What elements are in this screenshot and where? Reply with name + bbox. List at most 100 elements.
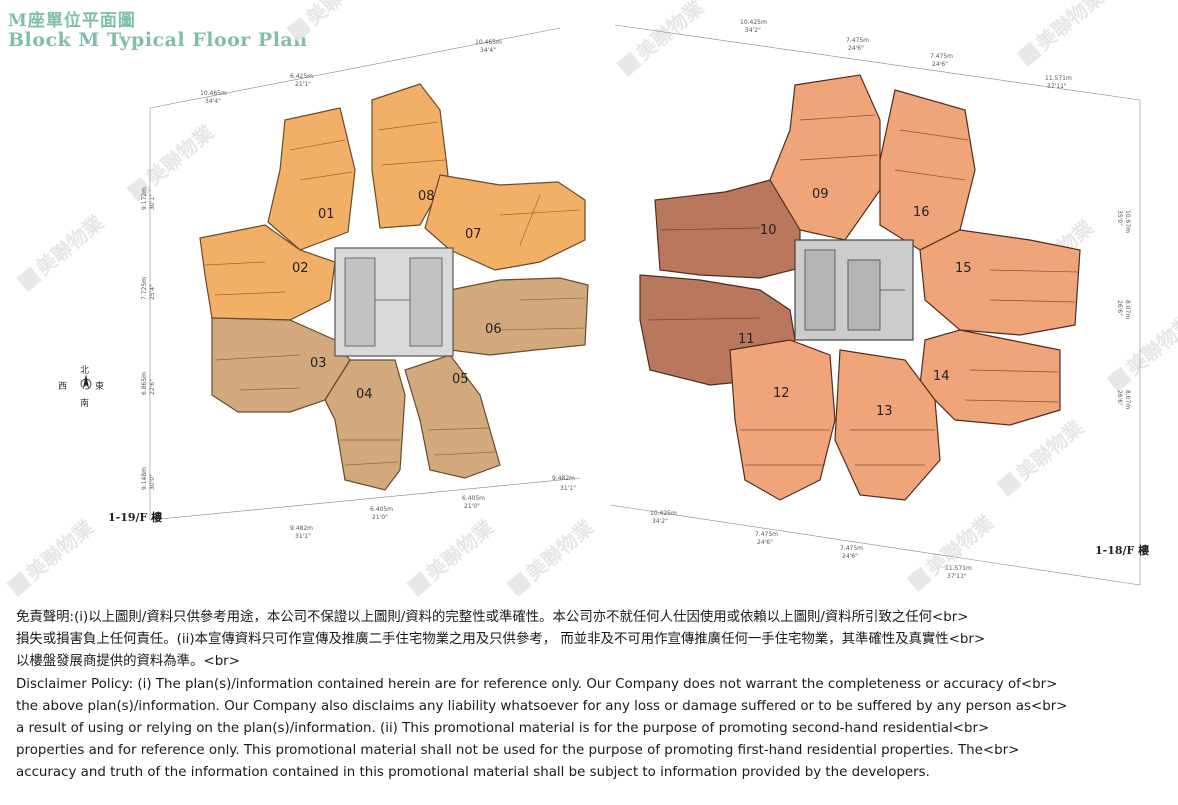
unit-label: 14 — [933, 369, 950, 384]
left-dim-top-3: 10.465m — [475, 39, 502, 46]
disclaimer-line: properties and for reference only. This … — [16, 743, 1020, 759]
watermark-logo-icon — [616, 51, 642, 77]
watermark-text: 美聯物業 — [301, 0, 378, 30]
right-dim-side-2-ft: 26'6" — [1116, 300, 1123, 316]
unit-label: 04 — [356, 387, 373, 402]
watermark-logo-icon — [406, 571, 432, 597]
right-dim-top-2: 7.475m — [846, 37, 869, 44]
disclaimer-line: a result of using or relying on the plan… — [16, 721, 990, 737]
unit-label: 15 — [955, 261, 972, 276]
left-dim-bottom-2: 6.405m — [370, 506, 393, 513]
disclaimer-line: 免責聲明:(i)以上圖則/資料只供參考用途，本公司不保證以上圖則/資料的完整性或… — [16, 610, 969, 625]
right-dim-top-1-ft: 34'2" — [745, 27, 761, 34]
disclaimer-line: 以樓盤發展商提供的資料為準。<br> — [16, 654, 240, 670]
watermark-logo-icon — [286, 16, 312, 42]
right-dim-bottom-4: 11.571m — [945, 565, 972, 572]
left-lower-units — [211, 277, 589, 491]
right-dim-top-4-ft: 37'11" — [1047, 83, 1067, 90]
watermark-text: 美聯物業 — [521, 515, 598, 585]
left-upper-units — [199, 83, 586, 321]
disclaimer-text: 免責聲明:(i)以上圖則/資料只供參考用途，本公司不保證以上圖則/資料的完整性或… — [16, 607, 1171, 785]
right-dim-bottom-3-ft: 24'6" — [842, 553, 858, 560]
left-wing-06 — [449, 277, 589, 356]
watermark-logo-icon — [16, 266, 42, 292]
right-wing-13 — [834, 349, 941, 501]
watermark-text: 美聯物業 — [1011, 415, 1088, 485]
left-floor-label: 1-19/F 樓 — [108, 511, 163, 524]
left-dim-side-2-ft: 25'4" — [149, 284, 156, 300]
watermark-logo-icon — [906, 566, 932, 592]
watermark-logo-icon — [1106, 366, 1132, 392]
watermark-text: 美聯物業 — [1121, 310, 1178, 380]
unit-label: 13 — [876, 404, 893, 419]
disclaimer-line: 損失或損害負上任何責任。(ii)本宣傳資料只可作宣傳及推廣二手住宅物業之用及只供… — [16, 632, 986, 648]
right-dim-bottom-3: 7.475m — [840, 545, 863, 552]
right-dim-side-3-ft: 26'6" — [1116, 390, 1123, 406]
right-dim-side-1-ft: 35'0" — [1116, 210, 1123, 226]
watermark-text: 美聯物業 — [421, 515, 498, 585]
left-wing-01 — [267, 107, 356, 251]
left-dim-top-3-ft: 34'4" — [480, 47, 496, 54]
right-floor-label: 1-18/F 樓 — [1095, 544, 1150, 557]
right-dim-side-1: 10.67m — [1124, 210, 1131, 233]
left-dim-top-1-ft: 34'4" — [205, 98, 221, 105]
left-dim-side-4: 9.148m — [141, 467, 148, 490]
left-dim-side-3: 6.865m — [141, 372, 148, 395]
right-core — [794, 239, 914, 341]
right-unit-numbers: 09 10 11 12 13 14 15 16 — [738, 187, 972, 419]
left-dim-bottom-1-ft: 31'1" — [295, 533, 311, 540]
unit-label: 06 — [485, 322, 502, 337]
left-dim-top-1: 10.465m — [200, 90, 227, 97]
right-wing-16 — [879, 89, 976, 251]
unit-label: 12 — [773, 386, 790, 401]
compass-north-label: 北 — [80, 365, 89, 376]
compass-east-label: 東 — [95, 380, 104, 392]
watermark-text: 美聯物業 — [1031, 0, 1108, 55]
disclaimer-line: Disclaimer Policy: (i) The plan(s)/infor… — [16, 676, 1058, 692]
right-dim-top-2-ft: 24'6" — [848, 45, 864, 52]
compass-icon: 北 南 西 東 N — [58, 365, 104, 409]
unit-label: 09 — [812, 187, 829, 202]
left-dim-bottom-3-ft: 21'0" — [464, 503, 480, 510]
watermark-logo-icon — [6, 571, 32, 597]
left-wing-02 — [199, 224, 336, 321]
right-wing-15 — [919, 229, 1081, 336]
compass-n-letter: N — [80, 386, 86, 394]
left-dim-side-2: 7.725m — [141, 277, 148, 300]
floor-plan-drawing: 美聯物業 美聯物業 美聯物業 美聯物業 美聯物業 美聯物業 美聯物業 美聯物業 … — [6, 0, 1178, 597]
right-dim-bottom-1: 10.425m — [650, 510, 677, 517]
left-unit-numbers: 01 02 03 04 05 06 07 08 — [292, 189, 502, 402]
unit-label: 01 — [318, 207, 335, 222]
watermark-text: 美聯物業 — [21, 515, 98, 585]
disclaimer-line: accuracy and truth of the information co… — [16, 765, 930, 781]
watermark-text: 美聯物業 — [31, 210, 108, 280]
left-room-partitions — [204, 121, 586, 466]
right-dim-bottom-2-ft: 24'6" — [757, 539, 773, 546]
right-dim-side-3: 8.07m — [1124, 390, 1131, 409]
right-dim-bottom-2: 7.475m — [755, 531, 778, 538]
unit-label: 07 — [465, 227, 482, 242]
compass-west-label: 西 — [58, 381, 67, 392]
right-dimension-lines — [609, 24, 1141, 586]
left-dim-bottom-1: 9.482m — [290, 525, 313, 532]
unit-label: 05 — [452, 372, 469, 387]
left-dim-top-2: 6.425m — [290, 73, 313, 80]
disclaimer-line: the above plan(s)/information. Our Compa… — [16, 698, 1068, 714]
page-title-english: Block M Typical Floor Plan — [8, 29, 308, 51]
watermark-text: 美聯物業 — [631, 0, 708, 65]
right-dim-side-2: 8.07m — [1124, 300, 1131, 319]
left-dim-side-3-ft: 22'6" — [149, 379, 156, 395]
left-dim-bottom-4: 9.482m — [552, 475, 575, 482]
left-dim-bottom-3: 6.405m — [462, 495, 485, 502]
left-dim-side-4-ft: 30'0" — [149, 474, 156, 490]
unit-label: 16 — [913, 205, 930, 220]
left-wing-04 — [324, 359, 406, 491]
left-dim-bottom-2-ft: 21'0" — [372, 514, 388, 521]
right-room-partitions — [647, 114, 1079, 466]
right-floor-plan: 10.425m 34'2" 7.475m 24'6" 7.475m 24'6" … — [609, 19, 1141, 586]
left-core — [334, 247, 454, 357]
left-dim-side-1-ft: 30'1" — [149, 194, 156, 210]
watermark-logo-icon — [126, 176, 152, 202]
unit-label: 02 — [292, 261, 309, 276]
left-dim-side-1: 9.172m — [141, 187, 148, 210]
